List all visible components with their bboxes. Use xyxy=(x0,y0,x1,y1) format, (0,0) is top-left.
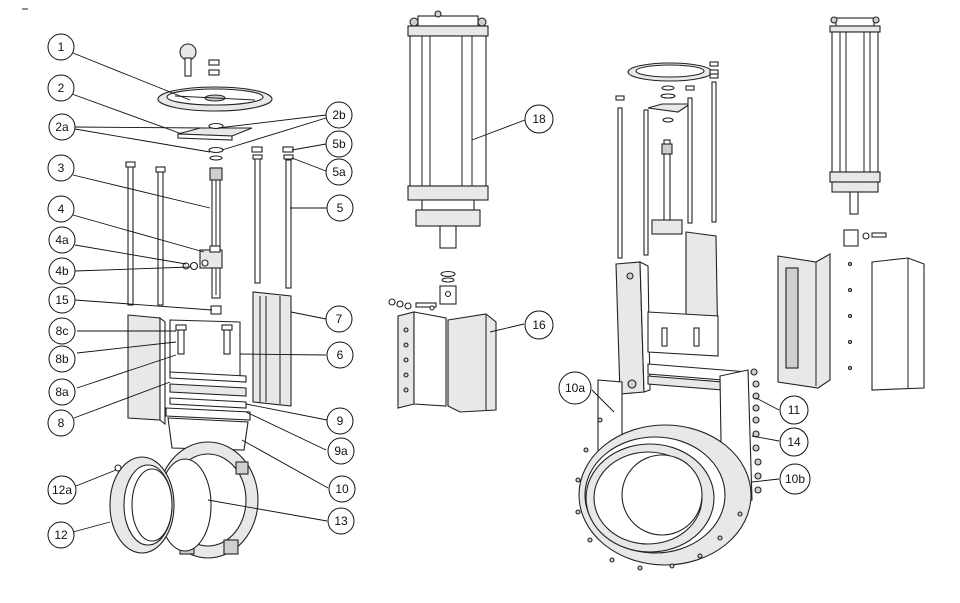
svg-text:8: 8 xyxy=(58,416,65,430)
bolt-studs xyxy=(750,368,762,494)
callout-5: 5 xyxy=(326,194,354,222)
svg-text:14: 14 xyxy=(787,435,801,449)
actuator-assembly xyxy=(388,10,497,413)
callout-12a: 12a xyxy=(47,475,77,505)
callout-11: 11 xyxy=(779,395,809,425)
svg-text:2a: 2a xyxy=(55,120,69,134)
svg-text:3: 3 xyxy=(58,161,65,175)
callout-8b: 8b xyxy=(48,345,76,373)
actuator-variant xyxy=(777,16,925,391)
top-plate xyxy=(177,122,253,141)
callout-18: 18 xyxy=(524,104,554,134)
svg-text:13: 13 xyxy=(334,514,348,528)
svg-text:4: 4 xyxy=(58,202,65,216)
callout-13: 13 xyxy=(327,507,355,535)
callout-7: 7 xyxy=(325,305,353,333)
manual-valve-assembly xyxy=(109,43,294,559)
callout-6: 6 xyxy=(326,341,354,369)
svg-text:16: 16 xyxy=(532,318,546,332)
svg-text:4a: 4a xyxy=(55,233,69,247)
callout-4: 4 xyxy=(47,195,75,223)
svg-text:5a: 5a xyxy=(332,165,346,179)
svg-text:18: 18 xyxy=(532,112,546,126)
callout-4a: 4a xyxy=(48,226,76,254)
callout-2a: 2a xyxy=(48,113,76,141)
svg-text:12a: 12a xyxy=(52,483,72,497)
svg-text:11: 11 xyxy=(788,403,801,417)
callout-5a: 5a xyxy=(325,158,353,186)
svg-text:2b: 2b xyxy=(332,108,346,122)
handwheel xyxy=(157,86,273,112)
callout-16: 16 xyxy=(524,310,554,340)
callout-2: 2 xyxy=(47,74,75,102)
callout-8a: 8a xyxy=(48,378,76,406)
callout-1: 1 xyxy=(47,33,75,61)
callout-12: 12 xyxy=(47,521,75,549)
callout-2b: 2b xyxy=(325,101,353,129)
stem-cover xyxy=(397,311,497,413)
callout-10a: 10a xyxy=(558,371,592,405)
guide-channel-right xyxy=(252,291,292,407)
svg-text:10: 10 xyxy=(335,482,349,496)
callout-9: 9 xyxy=(326,407,354,435)
assembled-valve xyxy=(575,61,762,571)
packing-gland xyxy=(165,371,251,421)
callout-8: 8 xyxy=(47,409,75,437)
svg-text:9: 9 xyxy=(337,414,344,428)
stem xyxy=(209,167,223,299)
callout-15: 15 xyxy=(48,286,76,314)
svg-text:8a: 8a xyxy=(55,385,69,399)
callout-3: 3 xyxy=(47,154,75,182)
callout-14: 14 xyxy=(779,427,809,457)
handwheel-knob xyxy=(179,43,197,77)
svg-text:15: 15 xyxy=(55,293,69,307)
svg-text:8c: 8c xyxy=(56,324,69,338)
callout-leaders xyxy=(71,52,780,533)
svg-text:10b: 10b xyxy=(785,472,805,486)
clevis xyxy=(439,285,457,305)
callout-9a: 9a xyxy=(327,437,355,465)
callout-8c: 8c xyxy=(48,317,76,345)
callouts: 1 2 2a 3 4 4a 4b 15 8c 8b 8a 8 12a 12 2b… xyxy=(47,33,811,549)
callout-5b: 5b xyxy=(325,130,353,158)
svg-text:8b: 8b xyxy=(55,352,69,366)
svg-text:10a: 10a xyxy=(565,381,585,395)
svg-text:6: 6 xyxy=(337,348,344,362)
svg-text:2: 2 xyxy=(58,81,65,95)
guide-channel-left xyxy=(127,314,166,426)
svg-text:1: 1 xyxy=(58,40,65,54)
svg-text:4b: 4b xyxy=(55,264,69,278)
flange-ring xyxy=(109,456,175,554)
svg-text:5: 5 xyxy=(337,201,344,215)
stem-nut xyxy=(199,245,223,269)
svg-text:5b: 5b xyxy=(332,137,346,151)
tie-rods-right xyxy=(251,146,294,289)
pneumatic-cylinder xyxy=(407,10,489,249)
svg-text:12: 12 xyxy=(54,528,68,542)
callout-4b: 4b xyxy=(48,257,76,285)
svg-text:7: 7 xyxy=(336,312,343,326)
gate-plate xyxy=(169,319,241,379)
tie-rods-left xyxy=(125,161,166,306)
callout-10: 10 xyxy=(328,475,356,503)
svg-text:9a: 9a xyxy=(334,444,348,458)
callout-10b: 10b xyxy=(779,463,811,495)
